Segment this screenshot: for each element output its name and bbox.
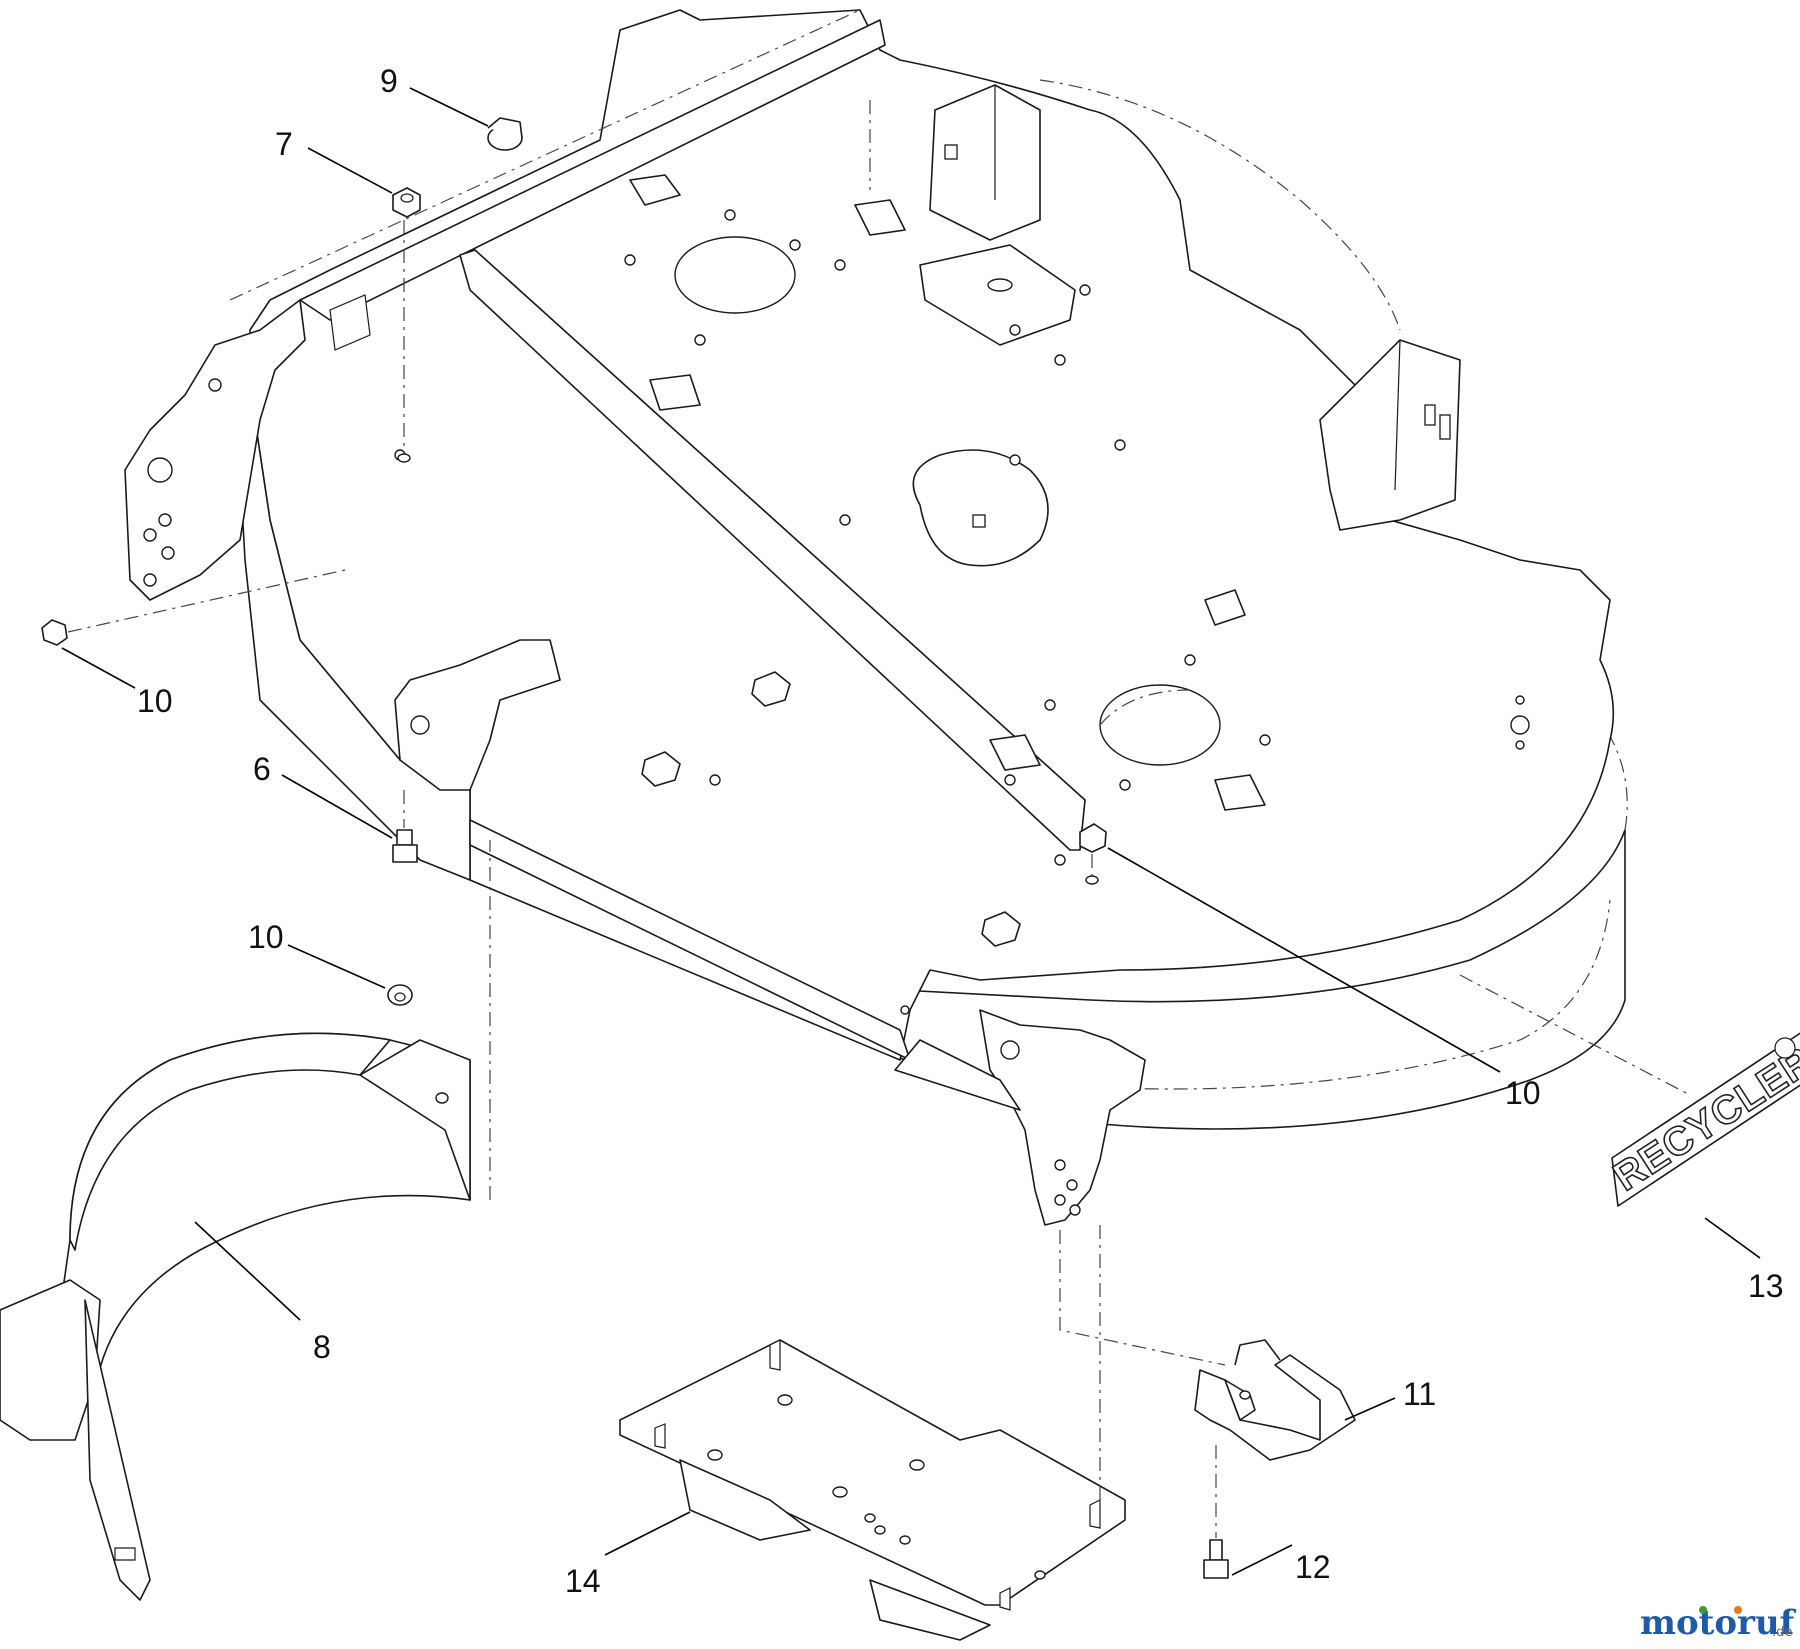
- leader-11: [1344, 1397, 1396, 1421]
- part-9-bumper: [487, 117, 523, 151]
- deck-mounting-holes: [394, 209, 1530, 1015]
- watermark-logo: motoruf .de: [1640, 1603, 1797, 1643]
- callout-11: 11: [1403, 1376, 1436, 1412]
- callout-14: 14: [565, 1563, 601, 1599]
- watermark-dot-orange: [1734, 1606, 1742, 1614]
- leader-10b: [287, 944, 386, 989]
- leader-6: [281, 774, 393, 839]
- part-10-nut-left: [41, 569, 346, 646]
- part-8-discharge-chute: [0, 840, 491, 1601]
- callout-13: 13: [1748, 1268, 1784, 1304]
- part-14-baffle-plate: [619, 1225, 1126, 1641]
- part-10-nut-right: [1079, 823, 1107, 885]
- deck-nuts: [641, 671, 1021, 947]
- callout-9: 9: [380, 63, 398, 99]
- leader-7: [307, 147, 393, 194]
- part-11-bracket: [1059, 1230, 1356, 1461]
- watermark-tld: .de: [1772, 1625, 1792, 1640]
- leader-13: [1704, 1217, 1761, 1259]
- callout-10-left: 10: [137, 683, 173, 719]
- callout-8: 8: [313, 1329, 331, 1365]
- part-10-washer-nut: [387, 984, 413, 1006]
- belt-guard-brackets: [629, 174, 1266, 811]
- mower-deck-housing: [124, 9, 1628, 1226]
- callout-labels: 9 7 10 6 10 10 8 13 11 12 14: [137, 63, 1784, 1599]
- callout-7: 7: [275, 126, 293, 162]
- part-6-bolt: [392, 790, 418, 863]
- leader-12: [1231, 1544, 1293, 1576]
- watermark-dot-green: [1699, 1606, 1707, 1614]
- callout-10-washer: 10: [248, 919, 284, 955]
- callout-6: 6: [253, 751, 271, 787]
- leader-9: [409, 87, 489, 127]
- decal-text: RECYCLER: [1606, 1038, 1800, 1199]
- leader-lines: [61, 87, 1761, 1576]
- part-7-flange-nut: [392, 187, 421, 463]
- callout-10-right: 10: [1505, 1075, 1541, 1111]
- part-12-bolt: [1203, 1445, 1229, 1579]
- watermark-brand: motoruf: [1640, 1603, 1797, 1643]
- leader-14: [604, 1511, 691, 1556]
- callout-12: 12: [1295, 1549, 1331, 1585]
- leader-8: [194, 1221, 301, 1321]
- leader-10a: [61, 647, 136, 689]
- leader-10c: [1107, 847, 1501, 1073]
